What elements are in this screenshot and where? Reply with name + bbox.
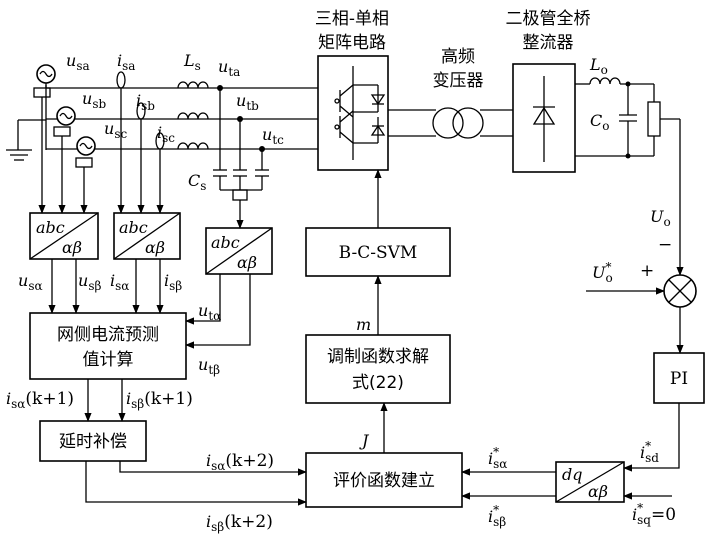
svg-text:值计算: 值计算 [83, 350, 134, 370]
rectifier-title-2: 整流器 [523, 33, 574, 53]
clarke-transform-is: abc αβ [113, 212, 181, 260]
park-inverse-block: dq αβ [555, 461, 625, 503]
svg-text:abc: abc [211, 233, 240, 252]
svg-text:式(22): 式(22) [352, 373, 404, 393]
label-co: Co [590, 111, 609, 133]
label-isa-k2: isα(k+2) [206, 451, 274, 473]
label-is-alpha: isα [110, 271, 129, 293]
svg-text:PI: PI [670, 369, 688, 389]
label-isq-ref: i*sq=0 [632, 501, 676, 527]
label-ut-alpha: utα [198, 301, 221, 323]
inductor-ls-b [177, 112, 209, 120]
label-isa-k1: isα(k+1) [6, 389, 74, 411]
transformer-coil-secondary [452, 107, 484, 139]
svg-text:αβ: αβ [237, 253, 257, 272]
label-uo: Uo [650, 207, 671, 229]
label-isb-ref: i*sβ [488, 503, 506, 529]
label-us-beta: usβ [78, 271, 101, 293]
matrix-title-1: 三相-单相 [315, 9, 389, 29]
pi-controller-block: PI [653, 352, 705, 404]
inductor-lo [589, 77, 621, 85]
current-sensor-a [116, 71, 126, 89]
source-c [75, 136, 96, 168]
label-uta: uta [218, 57, 240, 79]
hf-transformer-title-1: 高频 [441, 47, 475, 67]
label-isc: isc [157, 123, 175, 145]
svg-text:abc: abc [119, 218, 148, 237]
label-usa: usa [66, 51, 90, 73]
svg-text:网侧电流预测: 网侧电流预测 [57, 325, 159, 345]
signal-wires [38, 88, 684, 506]
label-utb: utb [236, 91, 259, 113]
inductor-ls-c [177, 142, 209, 150]
label-usb: usb [82, 89, 106, 111]
signal-labels: usα usβ isα isβ utα utβ isα(k+1) isβ(k+1… [6, 271, 676, 534]
inductor-ls-a [177, 81, 209, 89]
label-utc: utc [262, 125, 284, 147]
source-a [33, 64, 56, 98]
label-is-beta: isβ [164, 271, 182, 293]
matrix-switch-symbol [334, 66, 386, 160]
ground-symbol [6, 85, 47, 161]
label-usc: usc [104, 119, 127, 141]
svm-block: B-C-SVM [305, 227, 451, 277]
label-us-alpha: usα [18, 271, 43, 293]
label-cs: Cs [188, 171, 206, 193]
svg-text:dq: dq [562, 465, 582, 484]
block-titles: 三相-单相 矩阵电路 高频 变压器 二极管全桥 整流器 [315, 9, 591, 91]
capacitor-co [619, 84, 637, 156]
hf-transformer-title-2: 变压器 [433, 71, 484, 91]
modulation-function-block: 调制函数求解 式(22) [305, 334, 451, 404]
rectifier-title-1: 二极管全桥 [506, 9, 591, 29]
matrix-title-2: 矩阵电路 [318, 33, 386, 53]
power-circuit [6, 55, 680, 201]
svg-text:αβ: αβ [588, 482, 608, 501]
clarke-transform-ut: abc αβ [205, 227, 273, 275]
svg-text:αβ: αβ [145, 238, 165, 257]
label-lo: Lo [589, 55, 608, 77]
evaluation-function-block: 评价函数建立 [305, 452, 463, 508]
svg-text:评价函数建立: 评价函数建立 [333, 471, 435, 491]
label-j: J [359, 431, 370, 450]
delay-compensation-block: 延时补偿 [39, 420, 147, 462]
label-plus: + [640, 261, 654, 281]
label-uo-ref: U*o [592, 260, 613, 285]
circuit-labels: usa usb usc isa isb isc Ls uta utb utc C… [66, 51, 672, 285]
label-isa-ref: i*sα [488, 445, 507, 471]
clarke-transform-us: abc αβ [29, 212, 99, 260]
label-minus: − [658, 235, 672, 255]
summing-junction [663, 274, 697, 308]
label-isd-ref: i*sd [640, 439, 659, 465]
capacitor-bank-cs [213, 88, 269, 201]
svg-text:B-C-SVM: B-C-SVM [339, 243, 418, 263]
label-isb-k1: isβ(k+1) [126, 389, 193, 411]
load-resistor [647, 84, 680, 156]
svg-text:调制函数求解: 调制函数求解 [327, 347, 429, 367]
svg-text:延时补偿: 延时补偿 [59, 432, 127, 452]
label-ut-beta: utβ [198, 355, 220, 377]
source-b [53, 106, 76, 137]
label-isb: isb [136, 91, 155, 113]
diode-symbol [532, 76, 556, 162]
grid-current-prediction-block: 网侧电流预测 值计算 [29, 312, 187, 380]
label-m: m [356, 315, 371, 334]
label-ls: Ls [183, 51, 201, 73]
label-isb-k2: isβ(k+2) [206, 512, 273, 534]
transformer-coil-primary [432, 107, 464, 139]
svg-text:αβ: αβ [62, 238, 82, 257]
label-isa: isa [117, 51, 135, 73]
svg-text:abc: abc [36, 218, 65, 237]
